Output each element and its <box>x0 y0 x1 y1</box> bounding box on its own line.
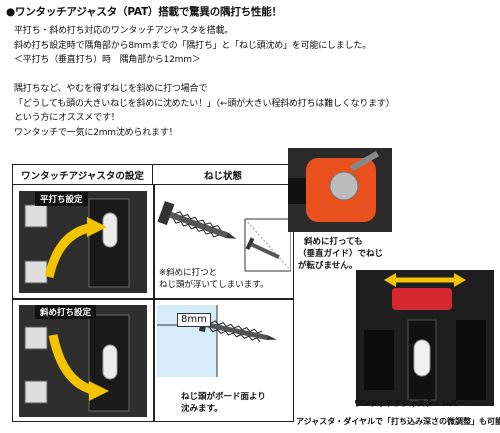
flat-note-1: ※斜めに打つと <box>159 268 218 278</box>
section-title: ●ワンタッチアジャスタ（PAT）搭載で驚異の隅打ち性能！ <box>6 6 282 18</box>
flat-setting-label: 平打ち設定 <box>35 192 88 206</box>
angle-note-2: 沈みます。 <box>181 404 223 414</box>
guide-callout-1: 斜めに打っても <box>304 237 363 247</box>
body-line-4: ワンタッチで一気に2mm沈められます！ <box>14 127 178 138</box>
header-screw-state: ねじ状態 <box>153 165 293 185</box>
settings-table: ワンタッチアジャスタの設定 ねじ状態 平打ち設定 <box>12 164 294 422</box>
body-line-2: 「どうしても頭の大きいねじを斜めに沈めたい！」（←頭が大きい程斜め打ちは難しくな… <box>14 98 395 109</box>
body-line-1: 隅打ちなど、やむを得ずねじを斜めに打つ場合で <box>14 84 208 94</box>
intro-line-2: 斜め打ち設定時で隅角部から8mmまでの「隅打ち」と「ねじ頭沈め」を可能にしました… <box>14 40 372 51</box>
dial-adjust-note: アジャスタ・ダイヤルで「打ち込み深さの微調整」も可能 <box>296 417 500 426</box>
guide-callout-3: が転びません。 <box>298 261 358 271</box>
angle-setting-label: 斜め打ち設定 <box>35 305 97 319</box>
intro-line-1: 平打ち・斜め打ち対応のワンタッチアジャスタを搭載。 <box>14 26 234 36</box>
guide-callout-2: （垂直ガイド）でねじ <box>298 249 384 259</box>
intro-line-3: ＜平打ち（垂直打ち）時 隅角部から12mm＞ <box>14 55 201 65</box>
body-line-3: という方にオススメです！ <box>14 113 120 123</box>
flat-adjuster-illustration <box>19 191 147 293</box>
lever-callout: ワンタッチアジャスタ・レバー <box>354 399 466 408</box>
angle-adjuster-illustration <box>19 305 147 417</box>
flat-note-2: ねじ頭が浮いてしまいます。 <box>159 280 269 290</box>
header-setting: ワンタッチアジャスタの設定 <box>13 165 153 185</box>
angle-note-1: ねじ頭がボード面より <box>181 392 266 402</box>
angle-adjuster-photo <box>19 305 147 417</box>
depth-label: 8mm <box>177 313 211 327</box>
flat-adjuster-photo <box>19 191 147 293</box>
lever-photo <box>356 270 494 406</box>
flat-screw-diagram <box>157 189 291 295</box>
vertical-guide-photo <box>288 148 392 232</box>
